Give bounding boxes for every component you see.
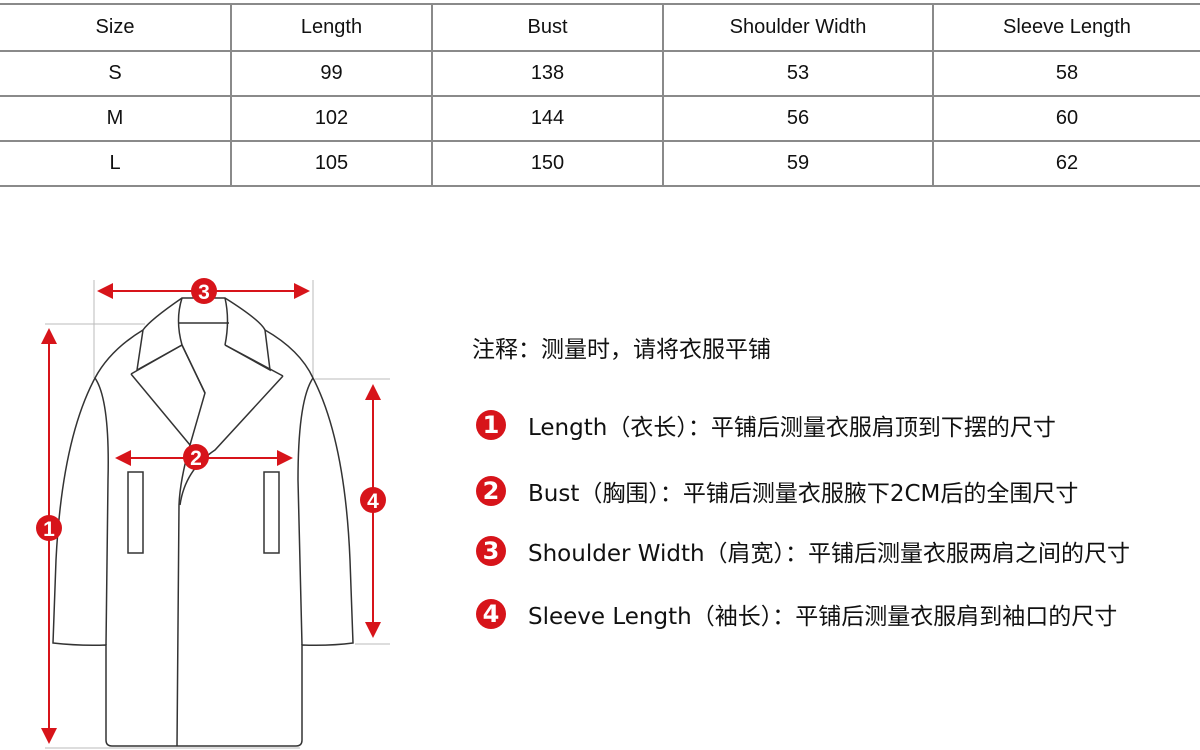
cell: 59	[662, 140, 934, 187]
marker-3: 3	[191, 278, 217, 304]
table-row: M 102 144 56 60	[0, 95, 1200, 142]
size-table: Size Length Bust Shoulder Width Sleeve L…	[0, 3, 1200, 187]
note-item-length: 1 Length（衣长）：平铺后测量衣服肩顶到下摆的尺寸	[476, 408, 1056, 442]
coat-outline	[52, 297, 354, 747]
table-row: S 99 138 53 58	[0, 50, 1200, 97]
note-text: Length（衣长）：平铺后测量衣服肩顶到下摆的尺寸	[528, 415, 1056, 441]
header-size: Size	[0, 3, 232, 52]
note-item-shoulder-width: 3 Shoulder Width（肩宽）：平铺后测量衣服两肩之间的尺寸	[476, 534, 1130, 568]
number-badge-icon: 4	[476, 599, 506, 629]
cell: 144	[431, 95, 664, 142]
cell: 56	[662, 95, 934, 142]
note-item-bust: 2 Bust（胸围）：平铺后测量衣服腋下2CM后的全围尺寸	[476, 474, 1078, 508]
header-length: Length	[230, 3, 433, 52]
note-item-sleeve-length: 4 Sleeve Length（袖长）：平铺后测量衣服肩到袖口的尺寸	[476, 597, 1117, 631]
svg-text:1: 1	[43, 518, 55, 541]
cell: L	[0, 140, 232, 187]
header-bust: Bust	[431, 3, 664, 52]
cell: 58	[932, 50, 1200, 97]
note-text: Sleeve Length（袖长）：平铺后测量衣服肩到袖口的尺寸	[528, 604, 1118, 630]
svg-text:4: 4	[367, 490, 379, 513]
cell: 138	[431, 50, 664, 97]
coat-measurement-diagram: 3 2 1 4	[36, 278, 390, 749]
marker-1: 1	[36, 515, 62, 541]
cell: 150	[431, 140, 664, 187]
table-header-row: Size Length Bust Shoulder Width Sleeve L…	[0, 3, 1200, 52]
cell: S	[0, 50, 232, 97]
cell: 105	[230, 140, 433, 187]
cell: 102	[230, 95, 433, 142]
number-badge-icon: 2	[476, 476, 506, 506]
table-row: L 105 150 59 62	[0, 140, 1200, 187]
cell: 60	[932, 95, 1200, 142]
header-shoulder-width: Shoulder Width	[662, 3, 934, 52]
marker-2: 2	[183, 444, 209, 470]
cell: 62	[932, 140, 1200, 187]
note-text: Bust（胸围）：平铺后测量衣服腋下2CM后的全围尺寸	[528, 481, 1079, 507]
marker-4: 4	[360, 487, 386, 513]
cell: 53	[662, 50, 934, 97]
notes-title: 注释：测量时，请将衣服平铺	[472, 337, 771, 363]
cell: 99	[230, 50, 433, 97]
header-sleeve-length: Sleeve Length	[932, 3, 1200, 52]
note-text: Shoulder Width（肩宽）：平铺后测量衣服两肩之间的尺寸	[528, 541, 1131, 567]
number-badge-icon: 1	[476, 410, 506, 440]
svg-text:3: 3	[198, 281, 210, 304]
number-badge-icon: 3	[476, 536, 506, 566]
guide-lines	[45, 280, 390, 749]
cell: M	[0, 95, 232, 142]
svg-text:2: 2	[190, 447, 202, 470]
